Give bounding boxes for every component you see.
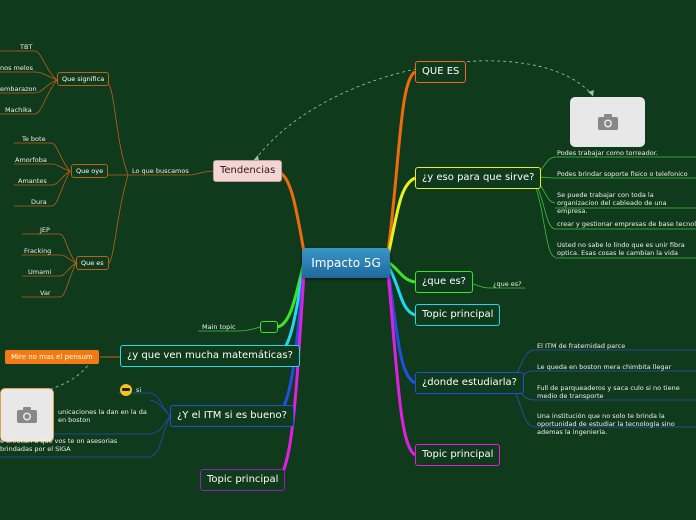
donde-item-2[interactable]: Le queda en boston mera chimbita llegar (537, 363, 672, 371)
que-es-item-3[interactable]: Umami (28, 268, 52, 276)
que-es-item-2[interactable]: Fracking (24, 247, 52, 255)
topic-principal-right-1[interactable]: Topic principal (415, 304, 501, 326)
topic-principal-right-2[interactable]: Topic principal (415, 444, 501, 466)
itm-text-2[interactable]: e enfocan a que vos te on asesorias brin… (0, 437, 118, 453)
que-oye[interactable]: Que oye (71, 164, 109, 178)
para-que-item-1[interactable]: Podes trabajar como torreador. (557, 149, 658, 157)
image-placeholder-top (570, 97, 645, 147)
topic-donde-estudiarla[interactable]: ¿donde estudiarla? (415, 372, 524, 394)
relation-dashed-left (39, 349, 97, 393)
que-es-item-4[interactable]: Var (40, 289, 51, 297)
topic-itm-bueno[interactable]: ¿Y el ITM si es bueno? (170, 405, 294, 427)
que-oye-item-4[interactable]: Dura (31, 198, 47, 206)
branch-que-es (386, 70, 416, 253)
que-significa[interactable]: Que significa (57, 72, 110, 86)
branch-topic1 (386, 265, 416, 317)
donde-item-4[interactable]: Una institución que no solo te brinda la… (537, 412, 675, 436)
que-oye-item-1[interactable]: Te bote (22, 135, 46, 143)
branch-que-es-q (387, 260, 416, 284)
itm-text-1[interactable]: unicaciones la dan en la da en boston (58, 408, 147, 424)
donde-item-3[interactable]: Full de parqueaderos y saca culo si no t… (537, 384, 680, 400)
topic-tendencias[interactable]: Tendencias (213, 160, 283, 182)
main-topic-label[interactable]: Main topic (202, 323, 236, 331)
que-es-q-child[interactable]: ¿que es? (493, 280, 522, 288)
si-label[interactable]: si (136, 386, 142, 394)
que-oye-item-3[interactable]: Amantes (18, 177, 47, 185)
que-significa-item-1[interactable]: TBT (20, 43, 33, 51)
image-placeholder-left (0, 388, 54, 442)
mire-pensum-tag[interactable]: Mire no mas el pensum (5, 350, 99, 364)
empty-topic-box[interactable] (260, 321, 278, 333)
que-es-item-1[interactable]: JEP (40, 226, 50, 234)
para-que-item-5[interactable]: Usted no sabe lo lindo que es unir fibra… (557, 241, 685, 257)
topic-para-que-sirve[interactable]: ¿y eso para que sirve? (415, 167, 542, 189)
branch-topic2 (386, 271, 417, 457)
donde-item-1[interactable]: El ITM de fraternidad parce (537, 342, 626, 350)
topic-matematicas[interactable]: ¿y que ven mucha matemáticas? (120, 345, 300, 367)
para-que-item-3[interactable]: Se puede trabajar con toda la organizaci… (557, 191, 667, 215)
camera-icon (17, 407, 37, 423)
que-es-left[interactable]: Que es (76, 256, 109, 270)
que-significa-item-2[interactable]: nos melos (0, 64, 34, 72)
branch-para-que (386, 176, 416, 257)
para-que-item-4[interactable]: crear y gestionar empresas de base tecno… (557, 220, 696, 228)
camera-icon (597, 114, 618, 130)
lo-que-buscamos[interactable]: Lo que buscamos (132, 167, 189, 175)
que-significa-item-3[interactable]: embarazon (0, 85, 37, 93)
topic-que-es-q[interactable]: ¿que es? (415, 271, 473, 293)
sunglasses-emoji-icon (120, 384, 132, 396)
root-topic[interactable]: Impacto 5G (302, 248, 390, 278)
topic-que-es[interactable]: QUE ES (415, 61, 467, 83)
que-oye-item-2[interactable]: Amorfoba (15, 156, 47, 164)
para-que-item-2[interactable]: Podes brindar soporte fisico o telefonic… (557, 170, 688, 178)
branch-tendencias (276, 169, 306, 253)
topic-principal-left[interactable]: Topic principal (200, 469, 286, 491)
que-significa-item-4[interactable]: Machika (5, 106, 32, 114)
